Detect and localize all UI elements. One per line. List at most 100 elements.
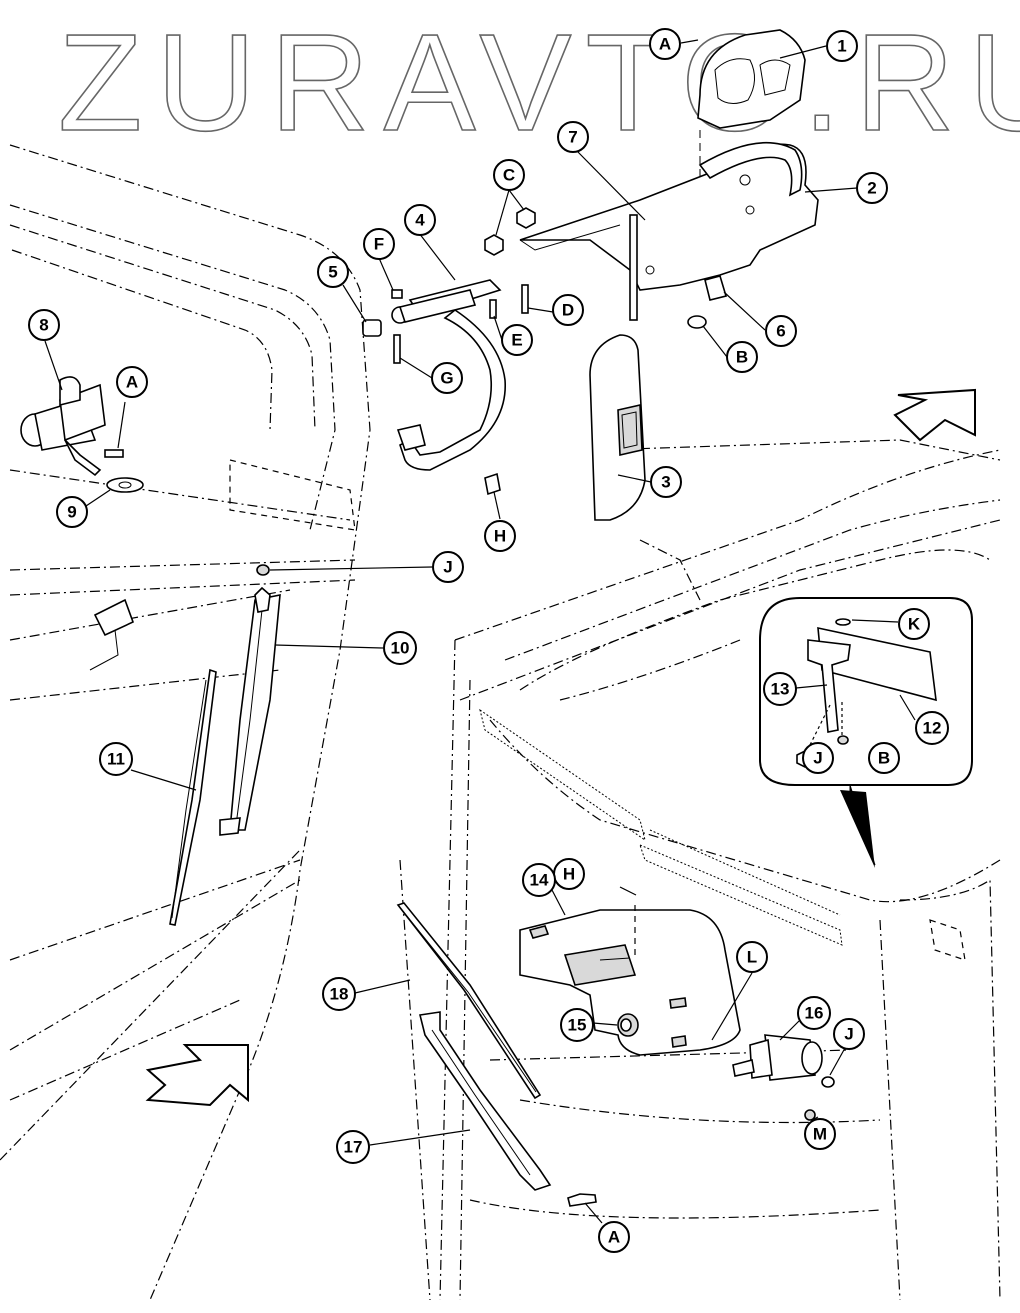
callout-7: 7 xyxy=(557,121,589,153)
nut-c xyxy=(484,207,536,256)
svg-text:M: M xyxy=(813,1125,827,1144)
callout-E: E xyxy=(501,324,533,356)
direction-arrow-left xyxy=(145,1044,249,1107)
part-11-wiper-blade xyxy=(169,668,217,926)
svg-text:H: H xyxy=(563,865,575,884)
direction-arrow-right xyxy=(893,388,976,442)
svg-text:3: 3 xyxy=(661,473,670,492)
svg-text:17: 17 xyxy=(344,1138,363,1157)
svg-text:13: 13 xyxy=(771,680,790,699)
callout-18: 18 xyxy=(322,977,356,1011)
svg-text:G: G xyxy=(440,369,453,388)
svg-text:J: J xyxy=(813,749,822,768)
svg-text:4: 4 xyxy=(415,211,425,230)
callout-D: D xyxy=(552,294,584,326)
part-1-cover xyxy=(697,29,806,260)
left-cab-outline xyxy=(0,144,371,1301)
svg-text:2: 2 xyxy=(867,179,876,198)
left-cab-bracket xyxy=(89,598,135,671)
bolt-a-bottom xyxy=(567,1193,597,1207)
svg-text:11: 11 xyxy=(107,750,125,769)
callout-J-bottom: J xyxy=(833,1018,865,1050)
svg-text:B: B xyxy=(878,749,890,768)
svg-text:H: H xyxy=(494,527,506,546)
svg-text:C: C xyxy=(503,166,515,185)
callout-17: 17 xyxy=(336,1130,370,1164)
callout-K: K xyxy=(898,608,930,640)
svg-text:16: 16 xyxy=(805,1004,824,1023)
callout-M: M xyxy=(804,1118,836,1150)
watermark: ZURAVTO.RU xyxy=(57,5,1020,161)
svg-text:8: 8 xyxy=(39,316,48,335)
part-7-rod xyxy=(629,214,638,321)
part-10-wiper-arm xyxy=(219,586,281,836)
part-16-rear-motor xyxy=(732,1034,835,1121)
callout-15: 15 xyxy=(560,1008,594,1042)
callout-B-inset: B xyxy=(868,742,900,774)
svg-text:D: D xyxy=(562,301,574,320)
svg-text:15: 15 xyxy=(568,1016,587,1035)
svg-text:10: 10 xyxy=(391,639,410,658)
svg-text:6: 6 xyxy=(776,322,785,341)
svg-text:A: A xyxy=(126,373,138,392)
svg-text:14: 14 xyxy=(530,871,549,890)
svg-text:F: F xyxy=(374,235,384,254)
part-14-cover xyxy=(519,905,741,1056)
part-6-clip xyxy=(687,275,728,329)
callout-3: 3 xyxy=(650,466,682,498)
svg-text:A: A xyxy=(608,1228,620,1247)
part-5-spacer xyxy=(362,319,382,337)
callout-C: C xyxy=(493,159,525,191)
callout-12: 12 xyxy=(915,711,949,745)
callout-9: 9 xyxy=(56,496,88,528)
svg-text:5: 5 xyxy=(328,263,337,282)
callout-G: G xyxy=(431,362,463,394)
callout-L: L xyxy=(736,941,768,973)
callout-A-bottom: A xyxy=(598,1221,630,1253)
part-17-rear-arm xyxy=(419,1011,552,1191)
callout-6: 6 xyxy=(765,315,797,347)
nut-j xyxy=(256,564,270,576)
leader-lines xyxy=(44,39,916,1224)
part-18-rear-blade xyxy=(396,902,542,1100)
callout-16: 16 xyxy=(797,996,831,1030)
part-8-wiper-motor xyxy=(20,376,106,477)
callout-13: 13 xyxy=(763,672,797,706)
svg-text:A: A xyxy=(659,35,671,54)
callout-H-top: H xyxy=(484,520,516,552)
callout-10: 10 xyxy=(383,631,417,665)
callout-J-inset: J xyxy=(802,742,834,774)
watermark-text: ZURAVTO.RU xyxy=(58,6,1020,160)
svg-text:E: E xyxy=(511,331,522,350)
svg-text:12: 12 xyxy=(923,719,942,738)
callout-2: 2 xyxy=(856,172,888,204)
svg-text:K: K xyxy=(908,615,921,634)
callout-11: 11 xyxy=(99,742,133,776)
part-4-strap xyxy=(391,279,506,471)
callout-B-top: B xyxy=(726,341,758,373)
svg-text:J: J xyxy=(443,558,452,577)
svg-text:9: 9 xyxy=(67,503,76,522)
callout-J-left: J xyxy=(432,551,464,583)
svg-text:1: 1 xyxy=(837,37,846,56)
svg-text:7: 7 xyxy=(568,128,577,147)
part-2-bracket xyxy=(519,141,819,291)
svg-text:J: J xyxy=(844,1025,853,1044)
right-cab-outline xyxy=(399,439,1001,1301)
callout-4: 4 xyxy=(404,204,436,236)
svg-text:18: 18 xyxy=(330,985,349,1004)
svg-text:B: B xyxy=(736,348,748,367)
callout-1: 1 xyxy=(826,30,858,62)
part-15-knob xyxy=(617,1013,639,1037)
svg-text:L: L xyxy=(747,948,757,967)
callout-14: 14 xyxy=(522,863,556,897)
callout-5: 5 xyxy=(317,256,349,288)
callout-A-top: A xyxy=(649,28,681,60)
callout-F: F xyxy=(363,228,395,260)
callout-A-left: A xyxy=(116,366,148,398)
callout-H-bottom: H xyxy=(553,858,585,890)
callout-8: 8 xyxy=(28,309,60,341)
callouts: A 1 2 7 C 4 F 5 D E 6 B G 8 A 9 3 H J 10… xyxy=(28,28,949,1253)
part-3-mirror xyxy=(589,334,646,521)
